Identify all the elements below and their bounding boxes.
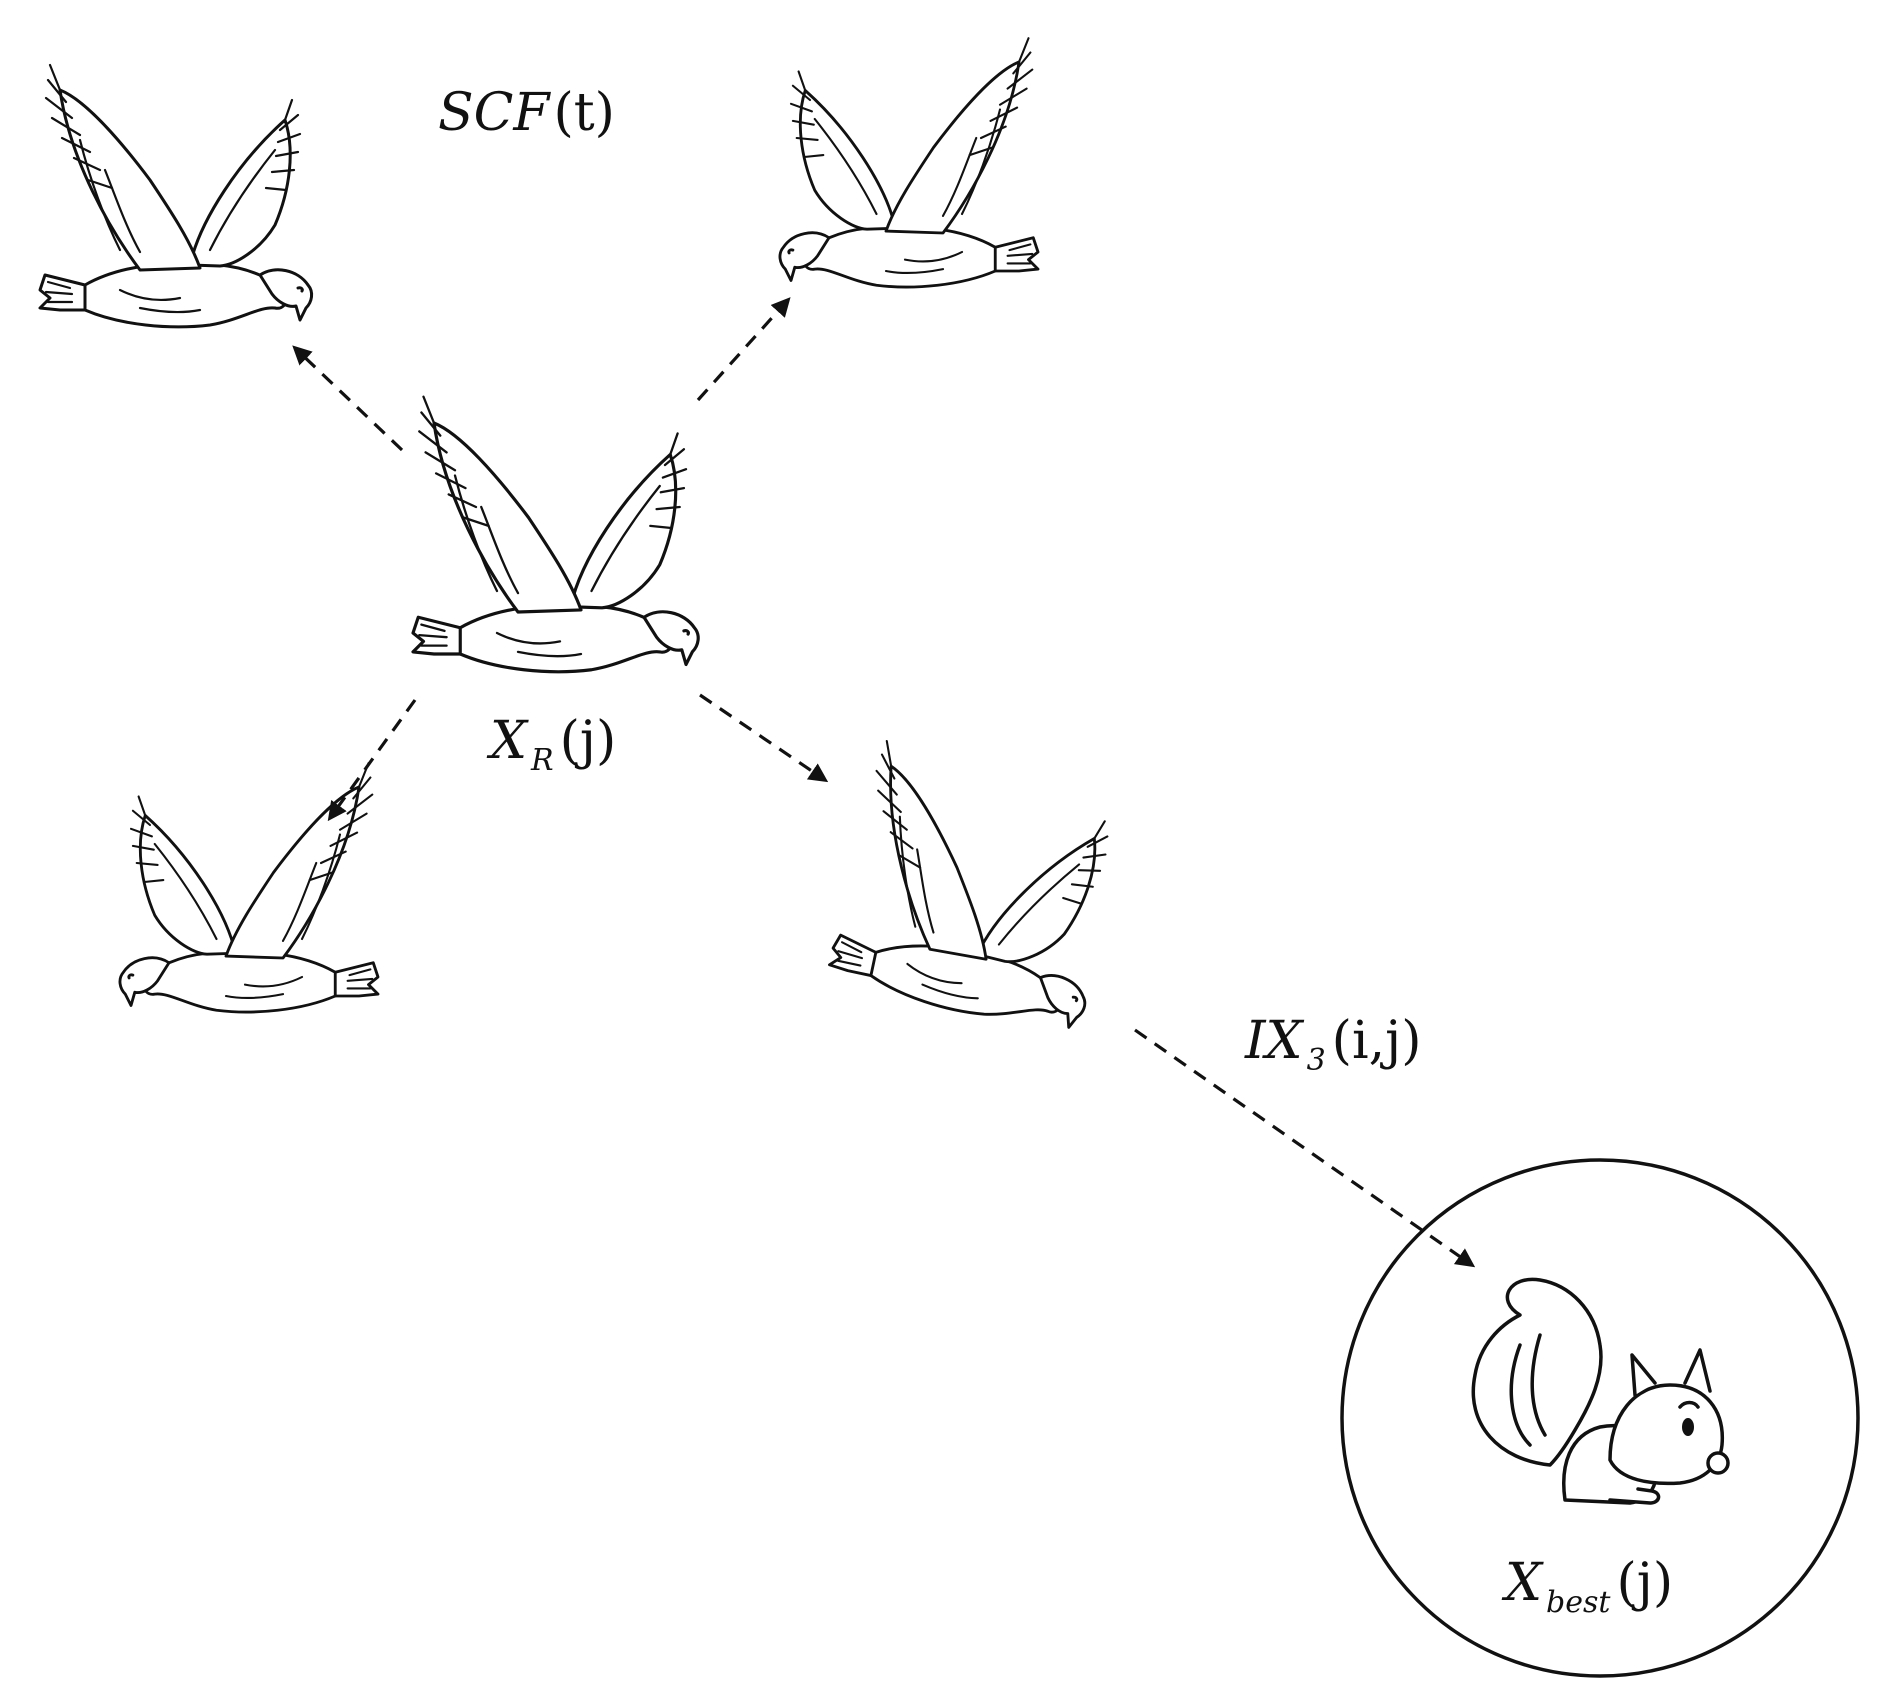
arrow-to-bottom-left — [327, 699, 417, 822]
prey-region-circle — [1340, 1158, 1860, 1678]
eagle-diving-icon — [824, 737, 1132, 1038]
arrow-to-prey — [1134, 1028, 1476, 1268]
arrow-to-diving-eagle — [699, 693, 829, 783]
eagle-icon — [38, 63, 314, 329]
arrow-to-top-left — [292, 345, 404, 452]
label-scf: SCF(t) — [438, 83, 615, 143]
squirrel-icon — [1471, 1277, 1730, 1505]
eagle-icon — [411, 395, 700, 674]
eagle-icon — [118, 761, 380, 1014]
arrow-to-top-right — [696, 297, 791, 402]
eagle-icon — [778, 36, 1040, 289]
